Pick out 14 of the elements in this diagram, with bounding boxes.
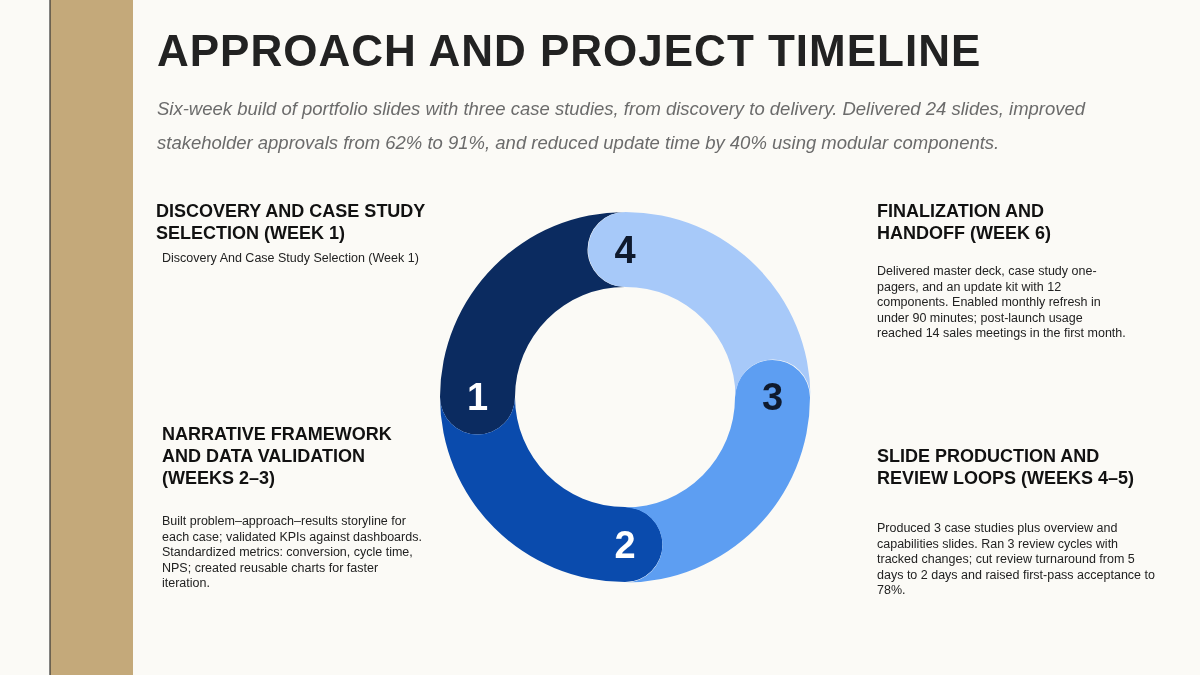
- page-title: APPROACH AND PROJECT TIMELINE: [157, 26, 982, 76]
- step-number: 3: [761, 378, 784, 416]
- phase-description: Discovery And Case Study Selection (Week 1): [162, 251, 420, 267]
- phase-description: Delivered master deck, case study one-pagers, and an update kit with 12 components. Enabled monthly refresh in under 90 minutes; post-launch usage reached 14 sales meetings in the first month.: [877, 264, 1127, 342]
- phase-heading: SLIDE PRODUCTION AND REVIEW LOOPS (WEEKS 4–5): [877, 445, 1136, 489]
- step-number: 1: [466, 378, 489, 416]
- step-number: 2: [614, 525, 636, 564]
- phase-heading: NARRATIVE FRAMEWORK AND DATA VALIDATION (WEEKS 2–3): [162, 423, 393, 489]
- phase-description: Built problem–approach–results storyline for each case; validated KPIs against dashboards. Standardized metrics: conversion, cycle time, NPS; created reusable charts for faster iteration.: [162, 514, 423, 592]
- phase-description: Produced 3 case studies plus overview and capabilities slides. Ran 3 review cycles with tracked changes; cut review turnaround from 5 days to 2 days and raised first-pass acceptance to 78%.: [877, 521, 1156, 599]
- phase-heading: DISCOVERY AND CASE STUDY SELECTION (WEEK 1): [156, 200, 427, 244]
- subtitle: Six-week build of portfolio slides with three case studies, from discovery to delivery. Delivered 24 slides, improved stakeholder approvals from 62% to 91%, and reduced update time by 40% using modular components.: [157, 97, 1087, 155]
- phase-heading: FINALIZATION AND HANDOFF (WEEK 6): [877, 200, 1052, 244]
- step-number: 4: [614, 230, 636, 269]
